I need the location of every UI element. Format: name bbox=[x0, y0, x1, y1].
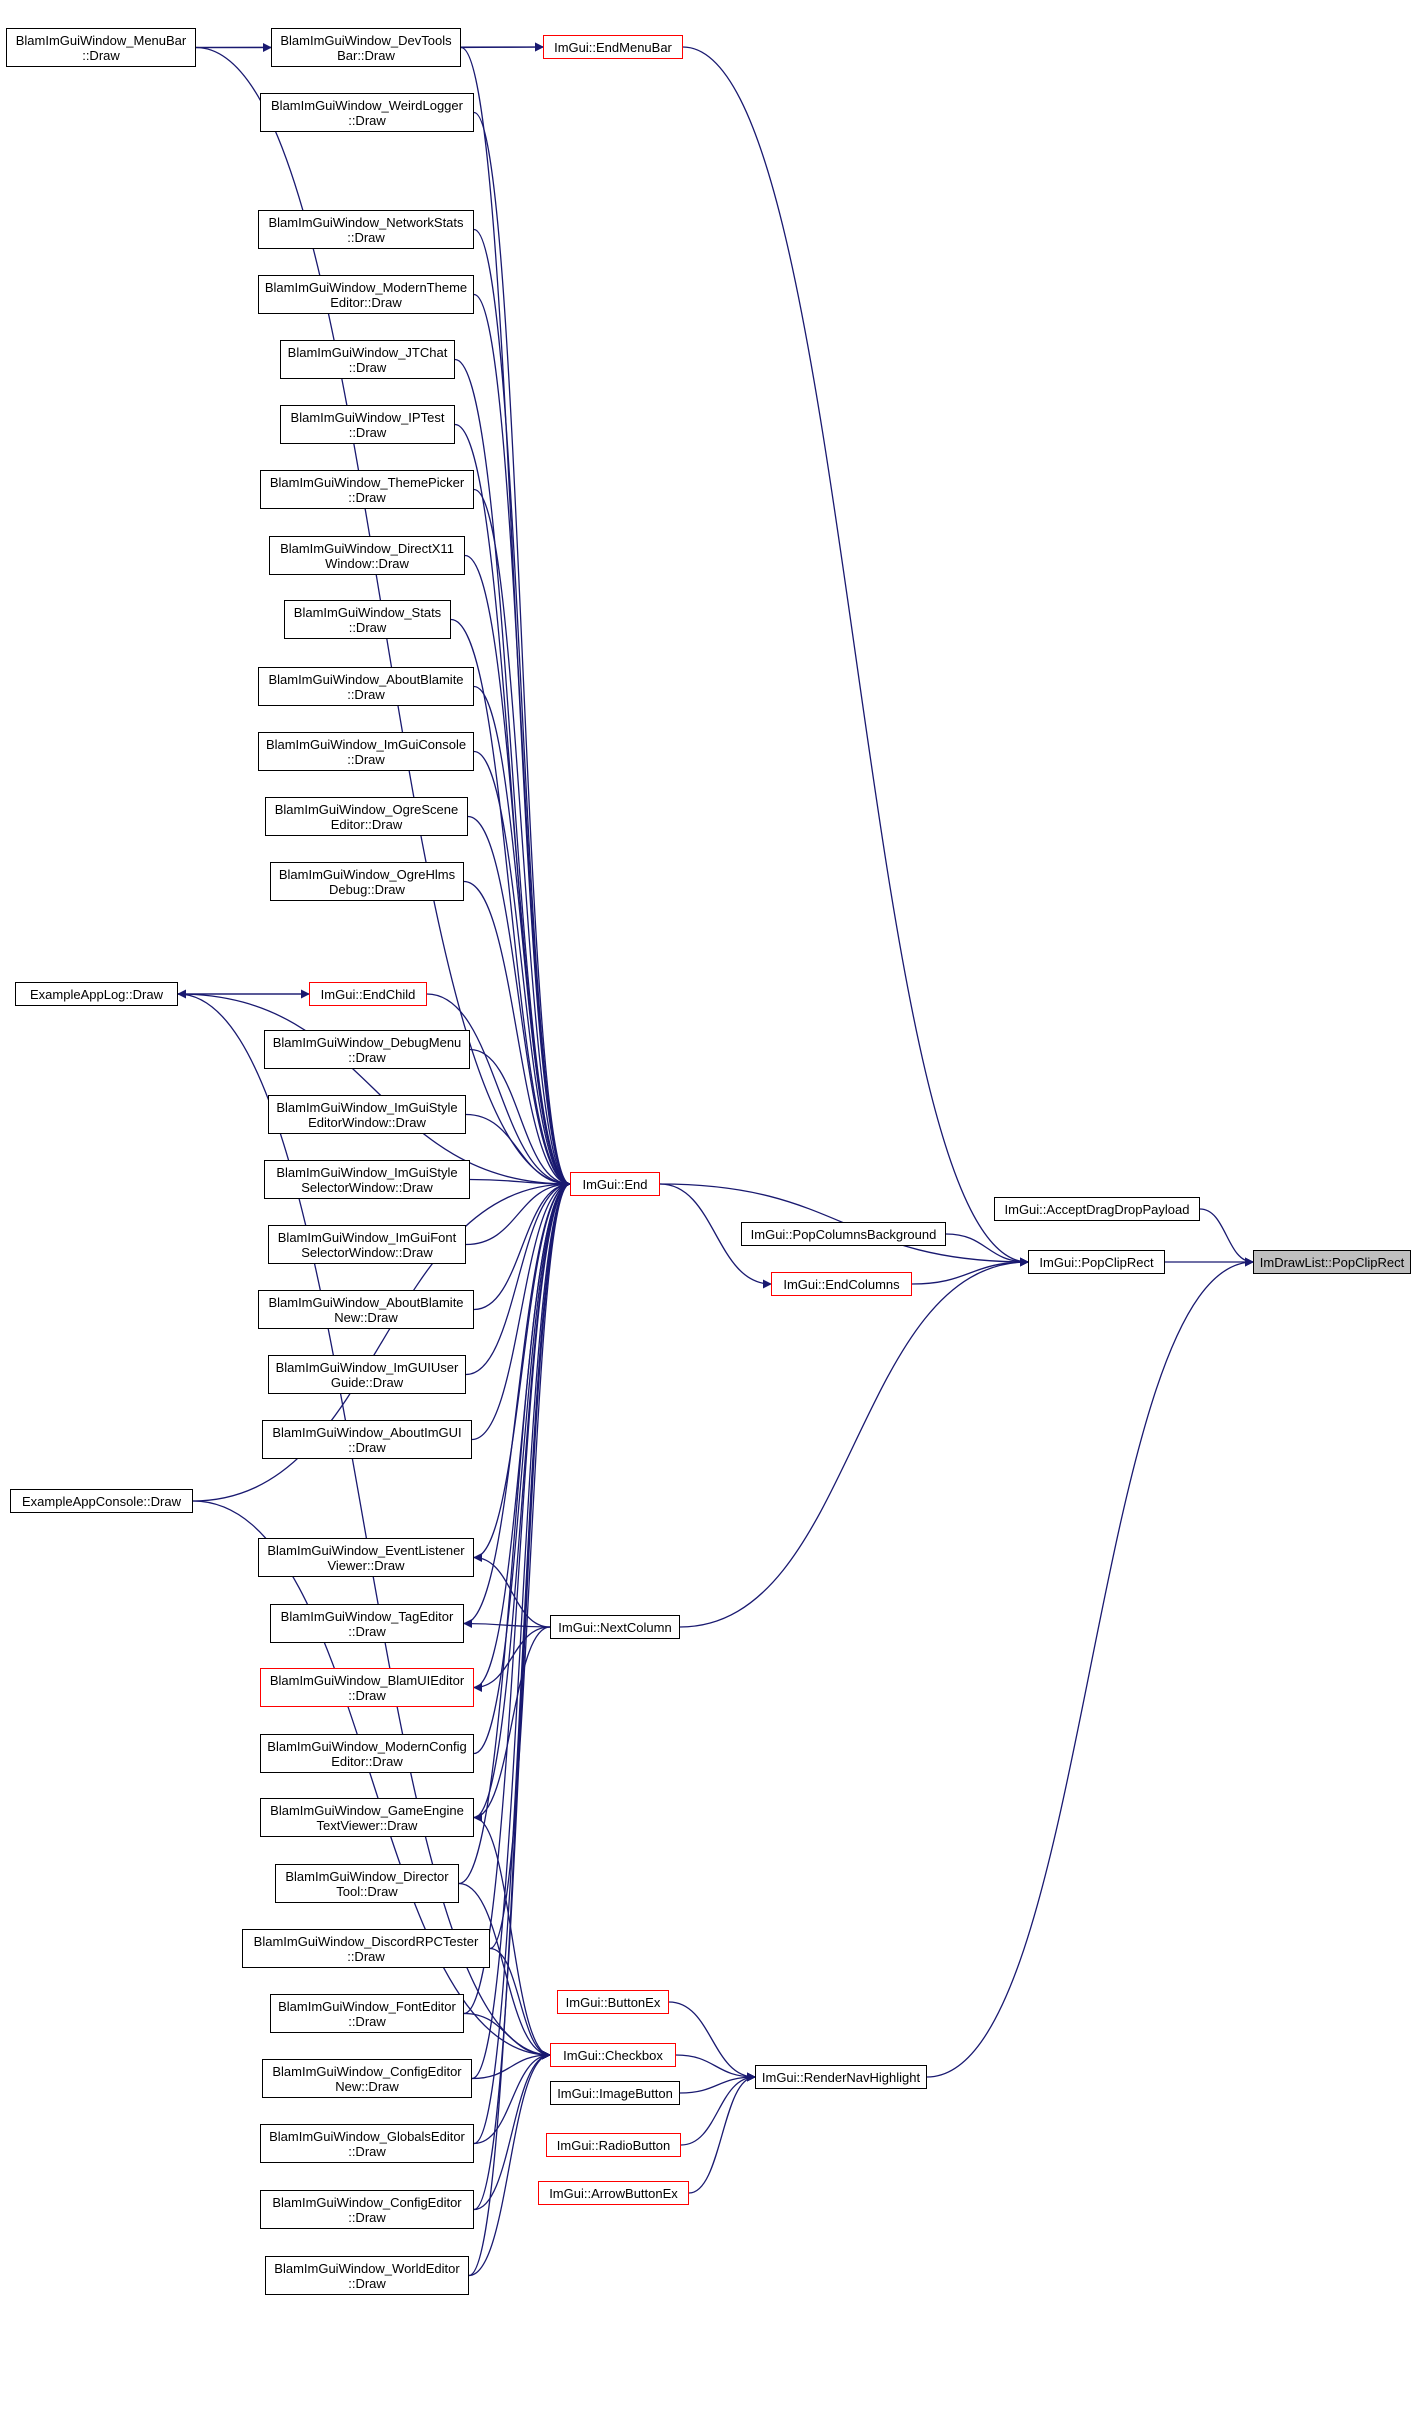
node-iptest[interactable]: BlamImGuiWindow_IPTest ::Draw bbox=[280, 405, 455, 444]
node-styleselector[interactable]: BlamImGuiWindow_ImGuiStyle SelectorWindo… bbox=[264, 1160, 470, 1199]
edge-directortool-to-end bbox=[458, 1179, 571, 1885]
edge-aboutblamitenew-to-end bbox=[473, 1179, 571, 1311]
edge-ogrehlms-to-end bbox=[463, 880, 571, 1189]
node-imagebutton[interactable]: ImGui::ImageButton bbox=[550, 2081, 680, 2105]
edge-radiobutton-to-rendernav bbox=[680, 2072, 756, 2146]
node-eventlistener[interactable]: BlamImGuiWindow_EventListener Viewer::Dr… bbox=[258, 1538, 474, 1577]
edge-fontselector-to-end bbox=[465, 1179, 571, 1246]
node-exampleapplog[interactable]: ExampleAppLog::Draw bbox=[15, 982, 178, 1006]
edge-debugmenu-to-end bbox=[469, 1048, 571, 1189]
edge-popcolbg-to-popcliprect bbox=[945, 1233, 1029, 1267]
edge-discordrpc-to-end bbox=[489, 1179, 571, 1950]
node-configeditor[interactable]: BlamImGuiWindow_ConfigEditor ::Draw bbox=[260, 2190, 474, 2229]
edge-userguide-to-end bbox=[465, 1179, 571, 1376]
edge-weirdlogger-to-end bbox=[473, 111, 571, 1189]
edge-ogrescene-to-end bbox=[467, 815, 571, 1189]
edge-aboutblamite-to-end bbox=[473, 685, 571, 1189]
edge-jtchat-to-end bbox=[454, 358, 571, 1189]
node-exampleappconsole[interactable]: ExampleAppConsole::Draw bbox=[10, 1489, 193, 1513]
node-blamuieditor[interactable]: BlamImGuiWindow_BlamUIEditor ::Draw bbox=[260, 1668, 474, 1707]
node-aboutblamitenew[interactable]: BlamImGuiWindow_AboutBlamite New::Draw bbox=[258, 1290, 474, 1329]
node-end[interactable]: ImGui::End bbox=[570, 1172, 660, 1196]
node-imguiconsole[interactable]: BlamImGuiWindow_ImGuiConsole ::Draw bbox=[258, 732, 474, 771]
node-jtchat[interactable]: BlamImGuiWindow_JTChat ::Draw bbox=[280, 340, 455, 379]
node-gameengine[interactable]: BlamImGuiWindow_GameEngine TextViewer::D… bbox=[260, 1798, 474, 1837]
edge-imguiconsole-to-end bbox=[473, 750, 571, 1189]
edge-rendernav-to-popcliprect_dl bbox=[926, 1257, 1254, 2078]
node-popcliprect_dl[interactable]: ImDrawList::PopClipRect bbox=[1253, 1250, 1411, 1274]
node-ogrescene[interactable]: BlamImGuiWindow_OgreScene Editor::Draw bbox=[265, 797, 468, 836]
edge-exampleappconsole-to-checkbox bbox=[192, 1500, 551, 2060]
node-globalseditor[interactable]: BlamImGuiWindow_GlobalsEditor ::Draw bbox=[260, 2124, 474, 2163]
edge-globalseditor-to-checkbox bbox=[473, 2050, 551, 2145]
node-aboutblamite[interactable]: BlamImGuiWindow_AboutBlamite ::Draw bbox=[258, 667, 474, 706]
edge-tageditor-to-end bbox=[463, 1179, 571, 1625]
edge-nextcolumn-to-eventlistener bbox=[473, 1553, 551, 1628]
edge-worldeditor-to-end bbox=[468, 1179, 571, 2277]
node-arrowbuttonex[interactable]: ImGui::ArrowButtonEx bbox=[538, 2181, 689, 2205]
node-devtools[interactable]: BlamImGuiWindow_DevTools Bar::Draw bbox=[271, 28, 461, 67]
edge-styleselector-to-end bbox=[469, 1178, 571, 1189]
edge-configeditornew-to-checkbox bbox=[471, 2050, 551, 2080]
node-tageditor[interactable]: BlamImGuiWindow_TagEditor ::Draw bbox=[270, 1604, 464, 1643]
node-ogrehlms[interactable]: BlamImGuiWindow_OgreHlms Debug::Draw bbox=[270, 862, 464, 901]
node-modernconfig[interactable]: BlamImGuiWindow_ModernConfig Editor::Dra… bbox=[260, 1734, 474, 1773]
node-styleeditor[interactable]: BlamImGuiWindow_ImGuiStyle EditorWindow:… bbox=[268, 1095, 466, 1134]
node-checkbox[interactable]: ImGui::Checkbox bbox=[550, 2043, 676, 2067]
edge-exampleappconsole-to-end bbox=[192, 1179, 571, 1502]
edge-buttonex-to-rendernav bbox=[668, 2001, 756, 2082]
node-moderntheme[interactable]: BlamImGuiWindow_ModernTheme Editor::Draw bbox=[258, 275, 474, 314]
node-endchild[interactable]: ImGui::EndChild bbox=[309, 982, 427, 1006]
node-worldeditor[interactable]: BlamImGuiWindow_WorldEditor ::Draw bbox=[265, 2256, 469, 2295]
node-fontselector[interactable]: BlamImGuiWindow_ImGuiFont SelectorWindow… bbox=[268, 1225, 466, 1264]
edge-exampleapplog-to-end bbox=[177, 993, 571, 1189]
edge-gameengine-to-checkbox bbox=[473, 1816, 551, 2060]
node-nextcolumn[interactable]: ImGui::NextColumn bbox=[550, 1615, 680, 1639]
edge-moderntheme-to-end bbox=[473, 293, 571, 1189]
edge-configeditor-to-checkbox bbox=[473, 2050, 551, 2211]
edge-checkbox-to-rendernav bbox=[675, 2054, 756, 2082]
node-buttonex[interactable]: ImGui::ButtonEx bbox=[557, 1990, 669, 2014]
node-popcolbg[interactable]: ImGui::PopColumnsBackground bbox=[741, 1222, 946, 1246]
edge-arrowbuttonex-to-rendernav bbox=[688, 2072, 756, 2194]
edge-nextcolumn-to-blamuieditor bbox=[473, 1626, 551, 1692]
edge-stats-to-end bbox=[450, 618, 571, 1189]
edge-worldeditor-to-checkbox bbox=[468, 2050, 551, 2277]
edge-modernconfig-to-end bbox=[473, 1179, 571, 1755]
node-directx11[interactable]: BlamImGuiWindow_DirectX11 Window::Draw bbox=[269, 536, 465, 575]
edge-themepicker-to-end bbox=[473, 488, 571, 1189]
node-userguide[interactable]: BlamImGuiWindow_ImGUIUser Guide::Draw bbox=[268, 1355, 466, 1394]
node-menubar[interactable]: BlamImGuiWindow_MenuBar ::Draw bbox=[6, 28, 196, 67]
edge-styleeditor-to-end bbox=[465, 1113, 571, 1189]
edge-nextcolumn-to-popcliprect bbox=[679, 1257, 1029, 1628]
edge-aboutimgui-to-end bbox=[471, 1179, 571, 1441]
edge-end-to-endcolumns bbox=[659, 1183, 772, 1289]
node-aboutimgui[interactable]: BlamImGuiWindow_AboutImGUI ::Draw bbox=[262, 1420, 472, 1459]
node-networkstats[interactable]: BlamImGuiWindow_NetworkStats ::Draw bbox=[258, 210, 474, 249]
node-themepicker[interactable]: BlamImGuiWindow_ThemePicker ::Draw bbox=[260, 470, 474, 509]
node-endcolumns[interactable]: ImGui::EndColumns bbox=[771, 1272, 912, 1296]
node-rendernav[interactable]: ImGui::RenderNavHighlight bbox=[755, 2065, 927, 2089]
edge-endmenubar-to-popcliprect bbox=[682, 46, 1029, 1267]
node-directortool[interactable]: BlamImGuiWindow_Director Tool::Draw bbox=[275, 1864, 459, 1903]
edge-discordrpc-to-checkbox bbox=[489, 1947, 551, 2060]
node-popcliprect[interactable]: ImGui::PopClipRect bbox=[1028, 1250, 1165, 1274]
edge-imagebutton-to-rendernav bbox=[679, 2072, 756, 2094]
node-radiobutton[interactable]: ImGui::RadioButton bbox=[546, 2133, 681, 2157]
edge-directortool-to-checkbox bbox=[458, 1882, 551, 2060]
node-debugmenu[interactable]: BlamImGuiWindow_DebugMenu ::Draw bbox=[264, 1030, 470, 1069]
node-acceptdrag[interactable]: ImGui::AcceptDragDropPayload bbox=[994, 1197, 1200, 1221]
edge-exampleapplog-to-checkbox bbox=[177, 993, 551, 2060]
node-weirdlogger[interactable]: BlamImGuiWindow_WeirdLogger ::Draw bbox=[260, 93, 474, 132]
node-discordrpc[interactable]: BlamImGuiWindow_DiscordRPCTester ::Draw bbox=[242, 1929, 490, 1968]
node-endmenubar[interactable]: ImGui::EndMenuBar bbox=[543, 35, 683, 59]
edge-endchild-to-end bbox=[426, 993, 571, 1189]
node-fonteditor[interactable]: BlamImGuiWindow_FontEditor ::Draw bbox=[270, 1994, 464, 2033]
node-configeditornew[interactable]: BlamImGuiWindow_ConfigEditor New::Draw bbox=[262, 2059, 472, 2098]
node-stats[interactable]: BlamImGuiWindow_Stats ::Draw bbox=[284, 600, 451, 639]
edge-configeditornew-to-end bbox=[471, 1179, 571, 2080]
